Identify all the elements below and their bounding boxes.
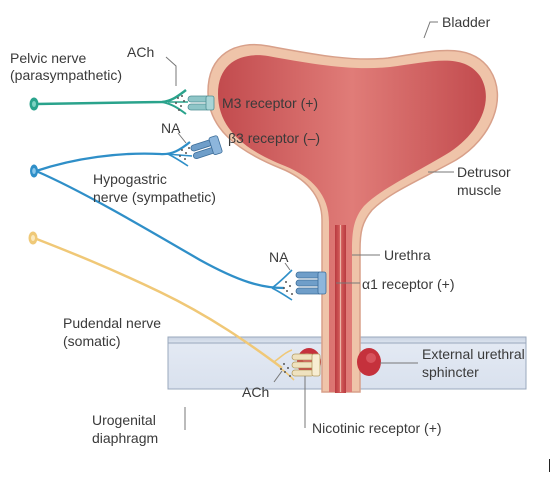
external-sphincter-sublabel: sphincter — [422, 364, 479, 380]
na-top-label: NA — [161, 120, 181, 136]
leader-lines — [165, 21, 454, 430]
external-sphincter-label: External urethral — [422, 346, 525, 362]
detrusor-sublabel: muscle — [457, 182, 502, 198]
bladder-label: Bladder — [442, 14, 491, 30]
alpha1-receptor-label: α1 receptor (+) — [362, 276, 455, 292]
na-mid-label: NA — [269, 249, 289, 265]
nicotinic-receptor-icon — [291, 353, 321, 377]
pudendal-sublabel: (somatic) — [63, 333, 121, 349]
beta3-receptor-label: β3 receptor (–) — [228, 130, 320, 146]
text-cursor — [549, 459, 550, 472]
pudendal-label: Pudendal nerve — [63, 315, 161, 331]
urogenital-label: Urogenital — [92, 412, 156, 428]
pelvic-nerve-label: Pelvic nerve — [10, 50, 86, 66]
hypogastric-nerve — [30, 141, 293, 301]
beta3-receptor-icon — [190, 135, 223, 160]
alpha1-receptor-icon — [295, 271, 327, 295]
urethra-label: Urethra — [384, 247, 431, 263]
hypogastric-label: Hypogastric — [93, 171, 167, 187]
nicotinic-receptor-label: Nicotinic receptor (+) — [312, 420, 442, 436]
ach-top-label: ACh — [127, 44, 154, 60]
pelvic-nerve — [29, 89, 188, 115]
urogenital-sublabel: diaphragm — [92, 430, 158, 446]
hypogastric-sublabel: nerve (sympathetic) — [93, 189, 216, 205]
urethra — [335, 225, 346, 393]
ach-bottom-label: ACh — [242, 384, 269, 400]
m3-receptor-label: M3 receptor (+) — [222, 95, 318, 111]
bladder — [207, 43, 499, 393]
detrusor-label: Detrusor — [457, 164, 511, 180]
pelvic-nerve-sublabel: (parasympathetic) — [10, 67, 122, 83]
neurotransmitter-dots — [175, 95, 293, 377]
m3-receptor-icon — [187, 95, 215, 111]
